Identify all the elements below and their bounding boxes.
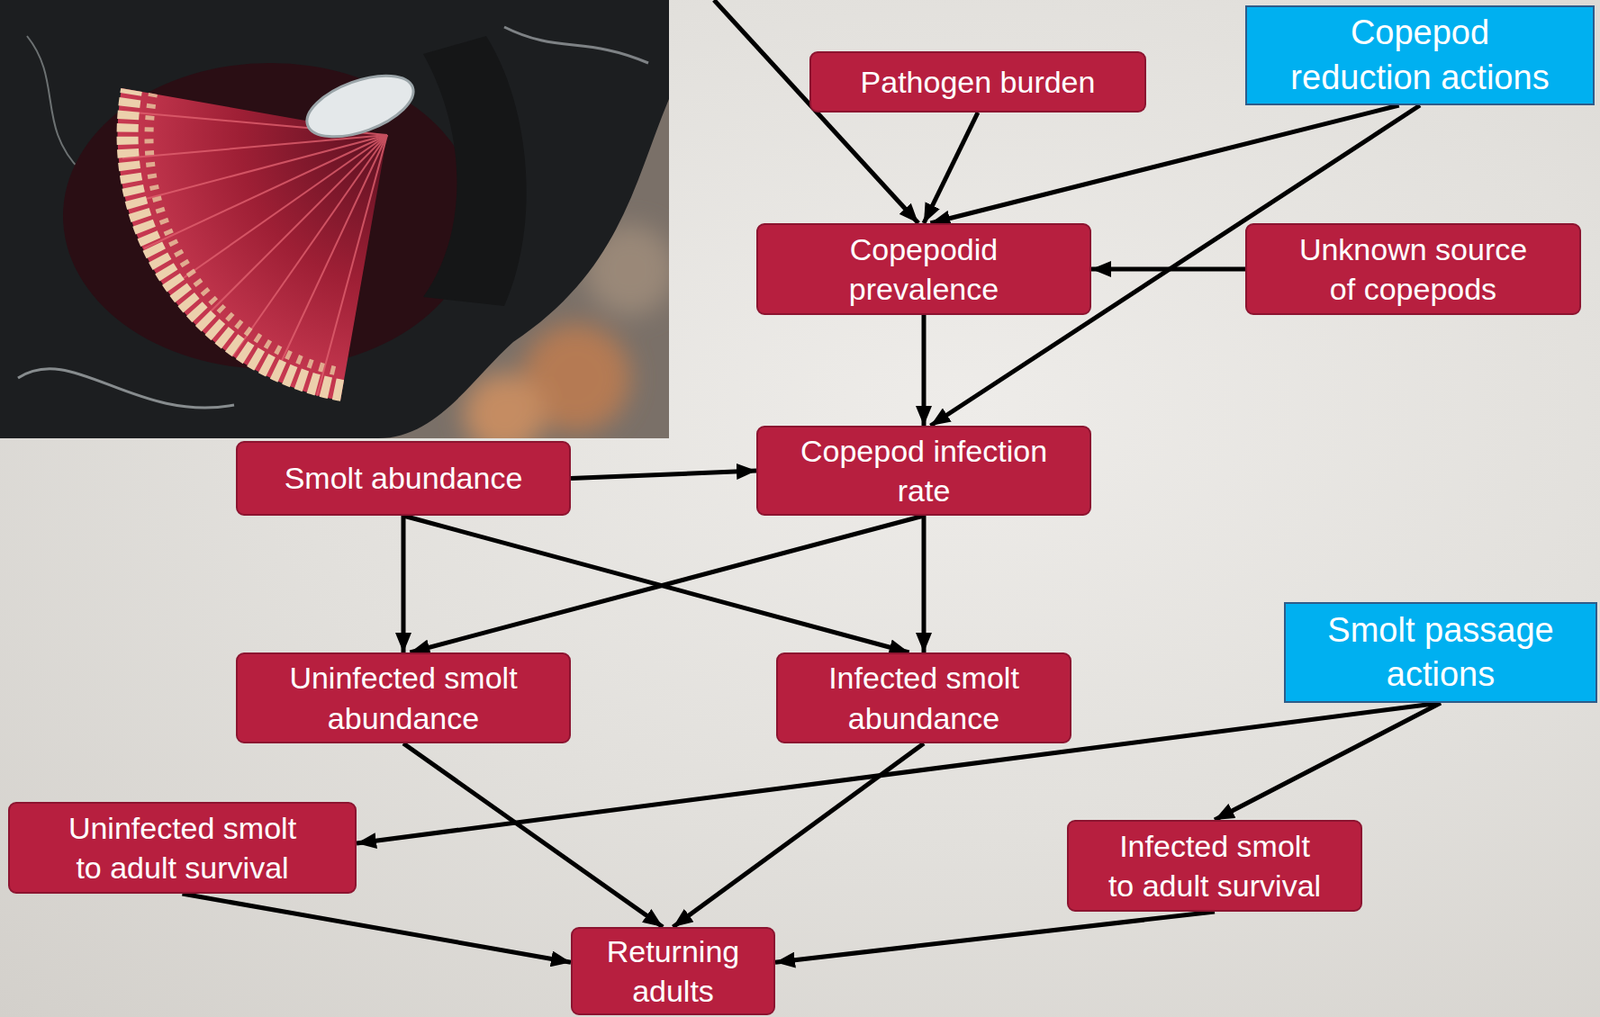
arrow-connector	[922, 315, 927, 426]
box-label: Smolt abundance	[284, 458, 524, 498]
box-label: Copepod reduction actions	[1284, 10, 1555, 100]
arrow-connector	[182, 894, 572, 963]
process-box: Smolt abundance	[235, 441, 571, 516]
box-label: Copepodid prevalence	[797, 229, 1050, 309]
process-box: Uninfected smolt abundance	[235, 652, 571, 744]
arrow-connector	[923, 112, 978, 224]
arrow-connector	[1214, 703, 1441, 821]
action-box: Copepod reduction actions	[1245, 5, 1595, 106]
arrow-connector	[1091, 267, 1246, 272]
process-box: Unknown source of copepods	[1245, 223, 1582, 316]
arrow-connector	[775, 912, 1215, 963]
box-label: Uninfected smolt abundance	[277, 658, 530, 738]
process-box: Infected smolt abundance	[776, 652, 1072, 744]
process-box: Pathogen burden	[809, 51, 1147, 113]
process-box: Returning adults	[570, 927, 776, 1016]
process-box: Copepod infection rate	[756, 425, 1092, 516]
box-label: Smolt passage actions	[1305, 608, 1576, 698]
box-label: Uninfected smolt to adult survival	[56, 808, 309, 888]
arrow-connector	[403, 743, 663, 928]
box-label: Copepod infection rate	[797, 431, 1050, 511]
gill-photo	[0, 0, 669, 439]
process-box: Infected smolt to adult survival	[1066, 820, 1363, 913]
box-label: Unknown source of copepods	[1287, 229, 1540, 309]
arrow-connector	[401, 515, 407, 653]
box-label: Returning adults	[583, 931, 764, 1012]
box-label: Infected smolt to adult survival	[1104, 826, 1326, 906]
box-label: Infected smolt abundance	[797, 658, 1050, 738]
arrow-connector	[922, 515, 927, 653]
process-box: Copepodid prevalence	[756, 223, 1092, 316]
box-label: Pathogen burden	[860, 62, 1096, 102]
action-box: Smolt passage actions	[1283, 602, 1598, 704]
process-box: Uninfected smolt to adult survival	[8, 802, 357, 895]
arrow-connector	[673, 743, 925, 928]
arrow-connector	[409, 515, 924, 653]
arrow-connector	[570, 470, 757, 480]
